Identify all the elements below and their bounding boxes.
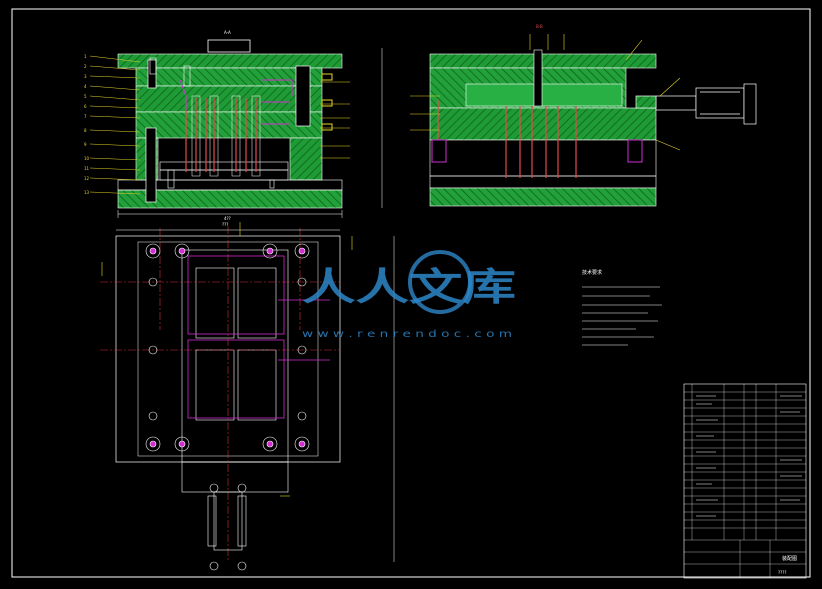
tech-requirements: 技术要求 <box>582 269 662 346</box>
title-block-title: 装配图 <box>782 555 797 562</box>
svg-text:7: 7 <box>84 114 87 119</box>
guide-pillar-left <box>145 127 157 203</box>
svg-text:9: 9 <box>84 142 87 147</box>
plan-center-lines <box>100 226 340 560</box>
svg-text:11: 11 <box>84 166 90 171</box>
side-sprue <box>533 49 543 107</box>
tech-req-text-lines <box>582 286 662 346</box>
svg-text:8: 8 <box>84 128 87 133</box>
dim-plan: ??? <box>222 222 228 227</box>
cavity-plate <box>135 67 323 87</box>
svg-text:1: 1 <box>84 54 87 59</box>
side-bottom-plate <box>429 187 657 207</box>
side-ejector-space <box>429 139 657 177</box>
svg-text:13: 13 <box>84 190 90 195</box>
svg-text:6: 6 <box>84 104 87 109</box>
section-label-main: A-A <box>224 30 231 35</box>
ejector-retainer-plate <box>159 161 289 171</box>
title-block: 装配图 ???? <box>683 383 807 579</box>
dim-width-main: 4?? <box>224 216 231 221</box>
dimension-lines-main <box>117 48 383 218</box>
logo-ring <box>408 250 472 314</box>
bottom-plate-strip <box>117 179 343 191</box>
ejector-pin-outlines <box>191 95 261 177</box>
main-section-view: A-A <box>84 30 383 221</box>
ejector-pins-main <box>185 98 257 172</box>
water-fittings-main <box>321 73 333 131</box>
plan-cavities <box>195 267 277 421</box>
spacer-block-right <box>289 137 323 181</box>
svg-text:10: 10 <box>84 156 90 161</box>
sprue-bushing-top <box>207 39 251 53</box>
svg-text:4: 4 <box>84 84 87 89</box>
outer-frame <box>11 8 811 578</box>
leader-lines-right <box>320 81 350 159</box>
support-plate <box>135 111 323 139</box>
side-slide-insert <box>465 83 623 107</box>
bom-row-text <box>696 395 802 517</box>
core-plate <box>135 85 323 113</box>
plan-view: ??? <box>100 222 395 571</box>
section-label-side: B-B <box>536 24 543 29</box>
plan-ejector-housing <box>181 461 289 493</box>
plan-cylinder <box>207 483 247 571</box>
logo-url: w w w . r e n r e n d o c . c o m <box>302 329 512 340</box>
ejector-plate <box>159 169 289 181</box>
svg-text:5: 5 <box>84 94 87 99</box>
side-core-plate <box>429 107 657 141</box>
cooling-channels-main <box>179 79 293 125</box>
guide-bush-right <box>295 65 311 127</box>
plan-bolt-heads <box>145 243 310 452</box>
section-markers <box>101 222 353 497</box>
side-section-view: B-B <box>410 24 757 207</box>
bom-grid <box>684 384 806 578</box>
svg-text:3: 3 <box>84 74 87 79</box>
side-top-plate <box>429 53 657 69</box>
title-block-drawing-no: ???? <box>778 570 787 575</box>
side-guide-bushes <box>431 139 643 163</box>
tech-req-heading: 技术要求 <box>582 269 602 276</box>
side-ejector-plate <box>429 175 657 189</box>
bom-table <box>683 383 807 579</box>
hydraulic-cylinder <box>635 83 757 125</box>
cap-screws-main <box>149 57 275 189</box>
side-leader-lines <box>410 34 681 151</box>
watermark-logo: 人人文库 w w w . r e n r e n d o c . c o m <box>302 250 516 340</box>
leader-lines-left <box>89 55 141 195</box>
logo-text: 人人文库 <box>302 265 516 309</box>
plan-dimension-lines <box>116 229 395 562</box>
svg-text:2: 2 <box>84 64 87 69</box>
svg-text:12: 12 <box>84 176 90 181</box>
plan-cooling-loops <box>187 255 330 419</box>
